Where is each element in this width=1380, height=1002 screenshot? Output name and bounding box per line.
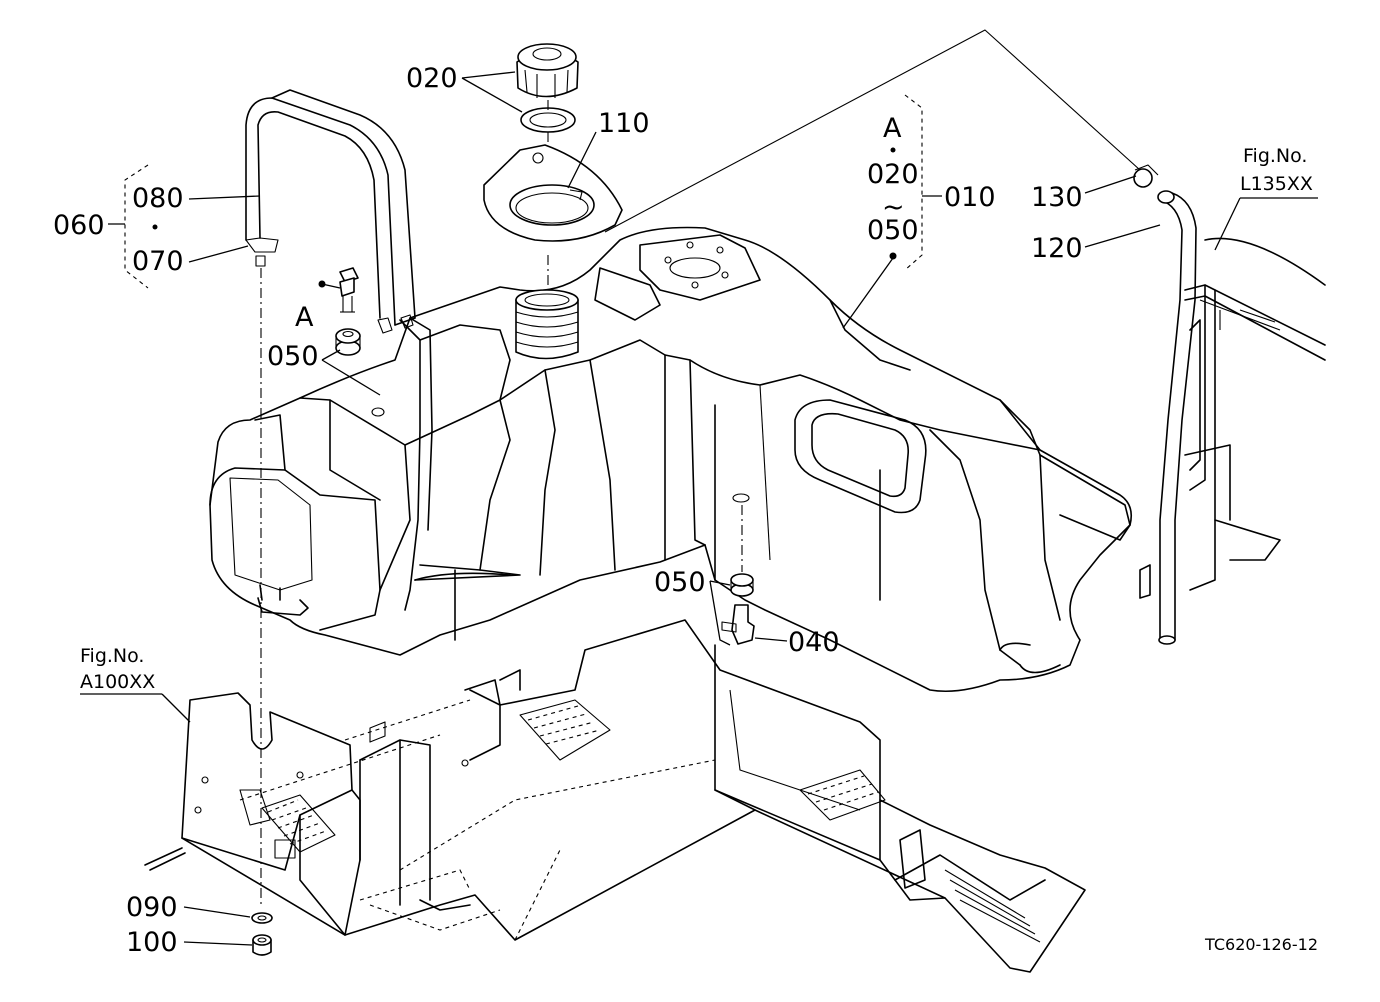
label-fig-right-1: Fig.No. [1243, 145, 1307, 167]
group-bracket-060 [124, 164, 149, 289]
leader-lines [80, 71, 1318, 946]
label-080: 080 [132, 183, 184, 214]
cushion-050-left [335, 328, 361, 356]
label-110: 110 [598, 108, 650, 139]
fuel-tank [209, 226, 1133, 693]
washer-090 [251, 912, 273, 924]
fuel-cap-020 [516, 43, 579, 98]
label-120: 120 [1031, 233, 1083, 264]
label-A-left: A [295, 302, 314, 333]
label-130: 130 [1031, 182, 1083, 213]
cushion-050-bottom [730, 493, 754, 597]
label-050-left: 050 [267, 341, 319, 372]
drawing-code: TC620-126-12 [1204, 935, 1318, 954]
filler-neck [515, 289, 579, 360]
part-labels: 020 110 060 080 070 A 050 A 020 ~ 050 01… [53, 63, 1318, 958]
nut-100 [252, 934, 272, 956]
label-100: 100 [126, 927, 178, 958]
breather-hose-120 [1157, 190, 1197, 645]
group-bracket-010 [904, 94, 923, 271]
label-090: 090 [126, 892, 178, 923]
label-fig-right-2: L135XX [1240, 173, 1313, 195]
drain-plug-040 [721, 604, 755, 645]
label-fig-left-1: Fig.No. [80, 645, 144, 667]
label-050-group: 050 [867, 215, 919, 246]
label-040: 040 [788, 627, 840, 658]
label-020-cap: 020 [406, 63, 458, 94]
filler-collar-110 [483, 144, 623, 242]
phantom-line-filler [604, 29, 1141, 233]
label-050-bottom: 050 [654, 567, 706, 598]
label-010: 010 [944, 182, 996, 213]
label-tilde: ~ [882, 192, 905, 223]
label-060: 060 [53, 210, 105, 241]
seal-ring-020 [520, 107, 576, 133]
floor-frame [144, 619, 1086, 973]
label-fig-left-2: A100XX [80, 671, 155, 693]
label-070: 070 [132, 246, 184, 277]
hose-clamp-130 [1133, 164, 1159, 188]
label-A-group: A [883, 113, 902, 144]
dots [152, 147, 897, 288]
tank-band-080 [245, 89, 416, 334]
right-frame-L135XX [1139, 237, 1326, 599]
label-020-group: 020 [867, 159, 919, 190]
connector-A-left [321, 267, 359, 313]
